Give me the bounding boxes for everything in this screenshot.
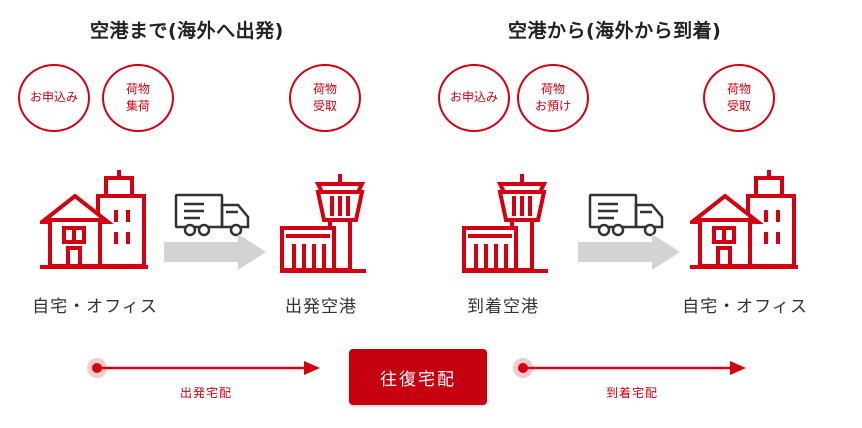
arrival-delivery-label: 到着宅配 <box>605 386 658 400</box>
bubble-apply-left: お申込み <box>18 64 90 132</box>
house-building-icon <box>40 170 148 269</box>
bubble-text: お申込み <box>29 90 78 105</box>
bubble-text: お申込み <box>449 90 498 105</box>
arrival-delivery-arrow <box>513 358 746 378</box>
label-arrival-airport: 到着空港 <box>467 297 539 317</box>
bubble-apply-right: お申込み <box>438 64 510 132</box>
bubble-text: 荷物 <box>540 81 565 96</box>
to-airport-title: 空港まで(海外へ出発) <box>90 20 284 42</box>
bubble-text: 荷物 <box>726 81 751 96</box>
airport-tower-icon <box>280 174 366 273</box>
bubble-text: 荷物 <box>312 81 337 96</box>
label-home-office-right: 自宅・オフィス <box>682 297 808 317</box>
bubble-text: お預け <box>534 99 571 113</box>
bubble-dropoff: 荷物お預け <box>517 64 589 132</box>
bubble-pickup: 荷物集荷 <box>102 64 174 132</box>
bubble-text: 集荷 <box>125 99 150 113</box>
airport-tower-icon <box>462 174 548 273</box>
bubble-text: 荷物 <box>125 81 150 96</box>
bubble-text: 受取 <box>726 99 751 113</box>
house-building-icon <box>690 170 798 269</box>
round-trip-button[interactable]: 往復宅配 <box>349 349 487 405</box>
truck-icon <box>578 193 680 270</box>
bubble-text: 受取 <box>312 99 337 113</box>
bubble-receive-left: 荷物受取 <box>289 64 361 132</box>
arrow-icon <box>578 234 680 270</box>
arrow-icon <box>164 234 266 270</box>
from-airport-title: 空港から(海外から到着) <box>508 20 722 42</box>
label-departure-airport: 出発空港 <box>285 297 357 317</box>
departure-delivery-label: 出発宅配 <box>179 386 232 400</box>
bubble-receive-right: 荷物受取 <box>703 64 775 132</box>
label-home-office-left: 自宅・オフィス <box>32 297 158 317</box>
departure-delivery-arrow <box>87 358 320 378</box>
truck-icon <box>164 193 266 270</box>
